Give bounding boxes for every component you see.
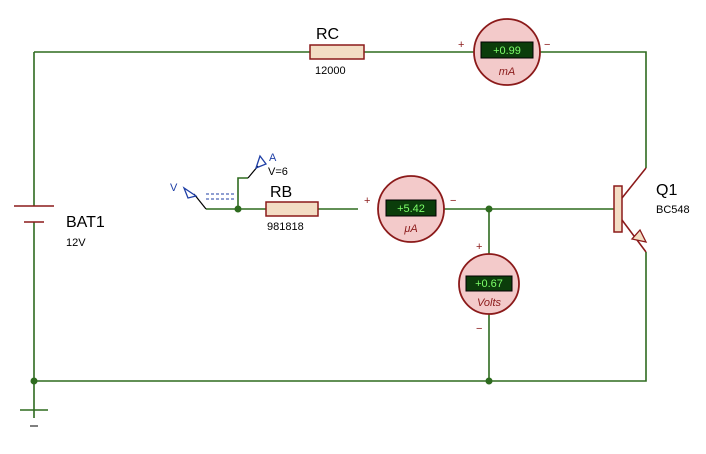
battery-value-label: 12V — [66, 237, 86, 249]
meter-unit: μA — [403, 223, 417, 235]
probe-a-label: A — [269, 152, 277, 164]
wire-top — [34, 51, 647, 168]
battery-bat1[interactable]: BAT1 12V — [14, 205, 105, 249]
meter-reading: +5.42 — [397, 203, 425, 215]
transistor-ref-label: Q1 — [656, 182, 677, 199]
meter-unit: mA — [499, 66, 516, 78]
meter-plus-label: + — [476, 241, 482, 253]
probe-a-value: V=6 — [268, 166, 288, 178]
junction-dot — [30, 377, 38, 385]
resistor-rc[interactable]: RC 12000 — [309, 26, 365, 77]
transistor-q1[interactable]: Q1 BC548 — [613, 167, 690, 253]
meter-lcd — [385, 199, 437, 217]
resistor-rb-value-label: 981818 — [267, 221, 304, 233]
junction-dot — [485, 205, 493, 213]
resistor-body — [265, 201, 319, 217]
resistor-body — [309, 44, 365, 60]
battery-ref-label: BAT1 — [66, 214, 105, 231]
resistor-rb[interactable]: RB 981818 — [265, 184, 319, 233]
junction-dot — [485, 377, 493, 385]
transistor-base-bar — [613, 185, 623, 233]
wire-probe-a — [237, 177, 248, 209]
resistor-rc-value-label: 12000 — [315, 65, 346, 77]
wires — [30, 51, 647, 410]
ammeter-ma[interactable]: +0.99 mA + − — [458, 18, 550, 86]
voltmeter[interactable]: +0.67 Volts + − — [458, 241, 520, 335]
probe-arrow-icon — [254, 154, 268, 170]
emitter-arrow-icon — [630, 228, 648, 243]
meter-minus-label: − — [476, 323, 482, 335]
resistor-rb-ref-label: RB — [270, 184, 292, 201]
meter-minus-label: − — [544, 39, 550, 51]
transistor-collector — [621, 167, 647, 199]
meter-plus-label: + — [364, 195, 370, 207]
probe-v-label: V — [170, 182, 178, 194]
meter-lcd — [480, 41, 534, 59]
resistor-rc-ref-label: RC — [316, 26, 339, 43]
meter-reading: +0.99 — [493, 45, 521, 57]
wire-bottom — [34, 252, 647, 382]
meter-lcd — [465, 275, 513, 292]
voltage-probe-v[interactable]: V — [170, 182, 236, 210]
meter-reading: +0.67 — [475, 278, 503, 290]
meter-unit: Volts — [477, 297, 502, 309]
meter-minus-label: − — [450, 195, 456, 207]
ground-symbol — [20, 409, 48, 427]
voltage-probe-a[interactable]: A V=6 — [247, 152, 288, 179]
ammeter-ua[interactable]: +5.42 μA + − — [364, 175, 456, 243]
probe-arrow-icon — [182, 186, 198, 199]
transistor-value-label: BC548 — [656, 204, 690, 216]
junction-dot — [234, 205, 242, 213]
meter-plus-label: + — [458, 39, 464, 51]
